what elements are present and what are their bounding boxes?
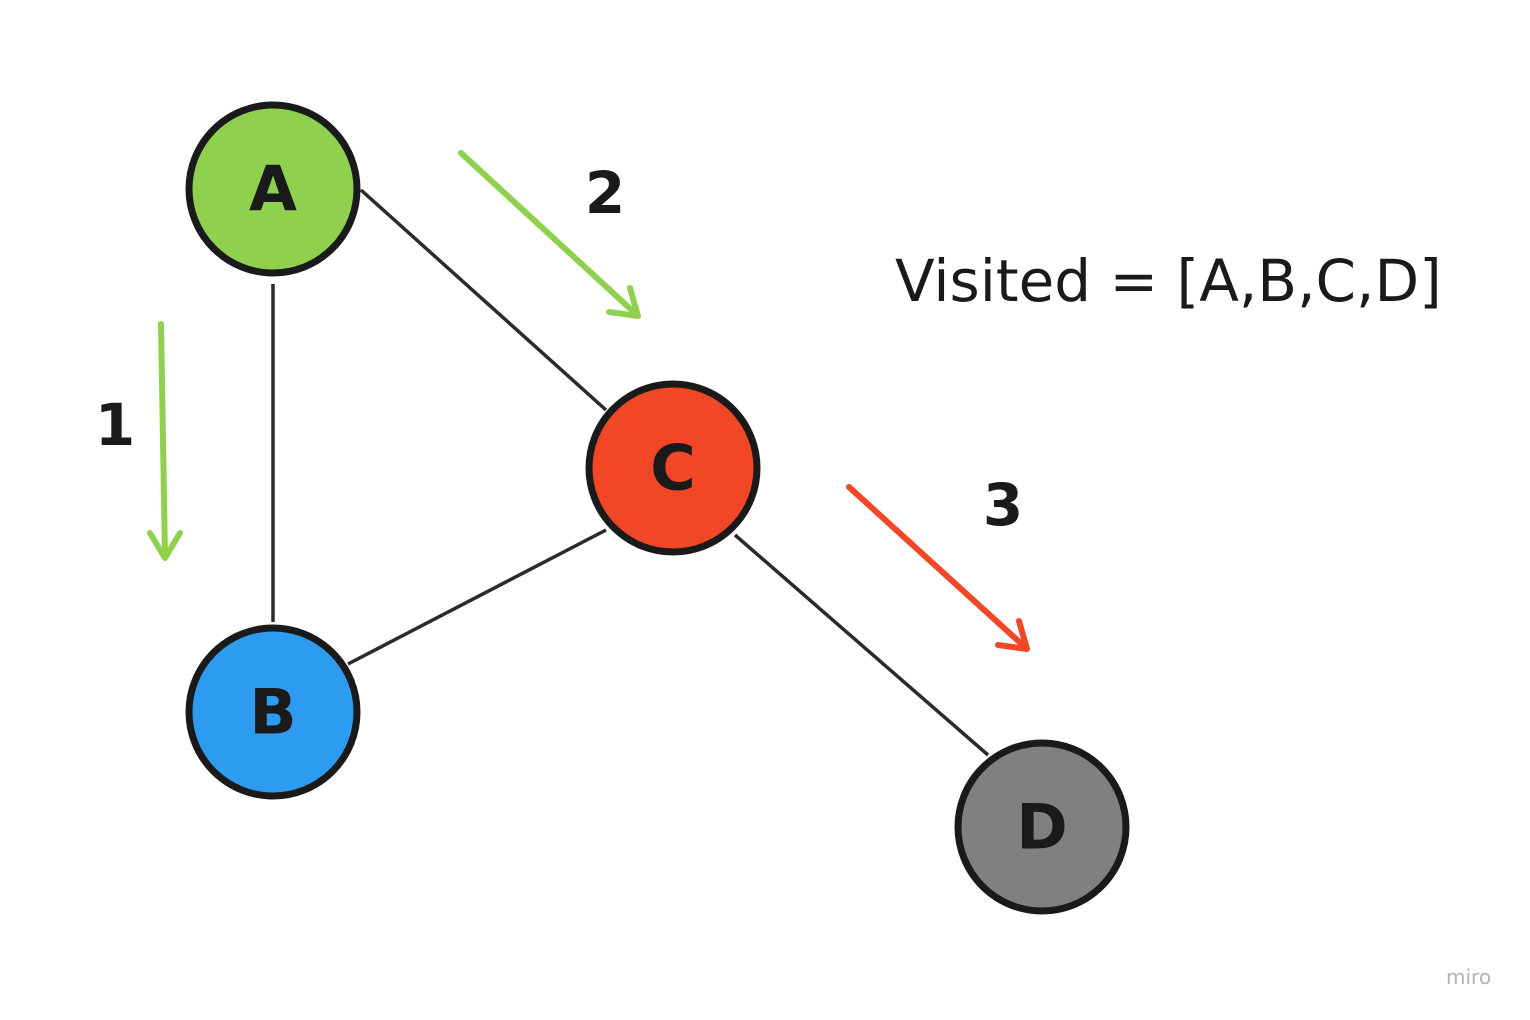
node-d: D bbox=[954, 739, 1130, 915]
step-label-2: 2 bbox=[585, 159, 625, 227]
step-label-3: 3 bbox=[983, 471, 1023, 539]
node-d-label: D bbox=[1016, 791, 1067, 864]
step-arrow-3 bbox=[846, 484, 1030, 652]
nodes: A B C D bbox=[185, 101, 1130, 915]
step-arrow-1 bbox=[147, 321, 183, 561]
step-label-1: 1 bbox=[95, 391, 135, 459]
edge-b-c bbox=[347, 528, 607, 666]
visited-list-text: Visited = [A,B,C,D] bbox=[895, 247, 1442, 315]
traversal-arrows bbox=[147, 150, 1030, 652]
node-c: C bbox=[585, 380, 761, 556]
miro-watermark: miro bbox=[1446, 965, 1491, 989]
edge-a-c bbox=[359, 188, 608, 412]
node-a-label: A bbox=[249, 153, 297, 226]
node-b-label: B bbox=[249, 676, 296, 749]
node-c-label: C bbox=[650, 432, 696, 505]
edge-c-d bbox=[733, 533, 990, 757]
node-b: B bbox=[185, 624, 361, 800]
step-labels: 1 2 3 bbox=[95, 159, 1023, 539]
step-arrow-2 bbox=[458, 150, 641, 319]
edges bbox=[271, 188, 990, 757]
node-a: A bbox=[185, 101, 361, 277]
